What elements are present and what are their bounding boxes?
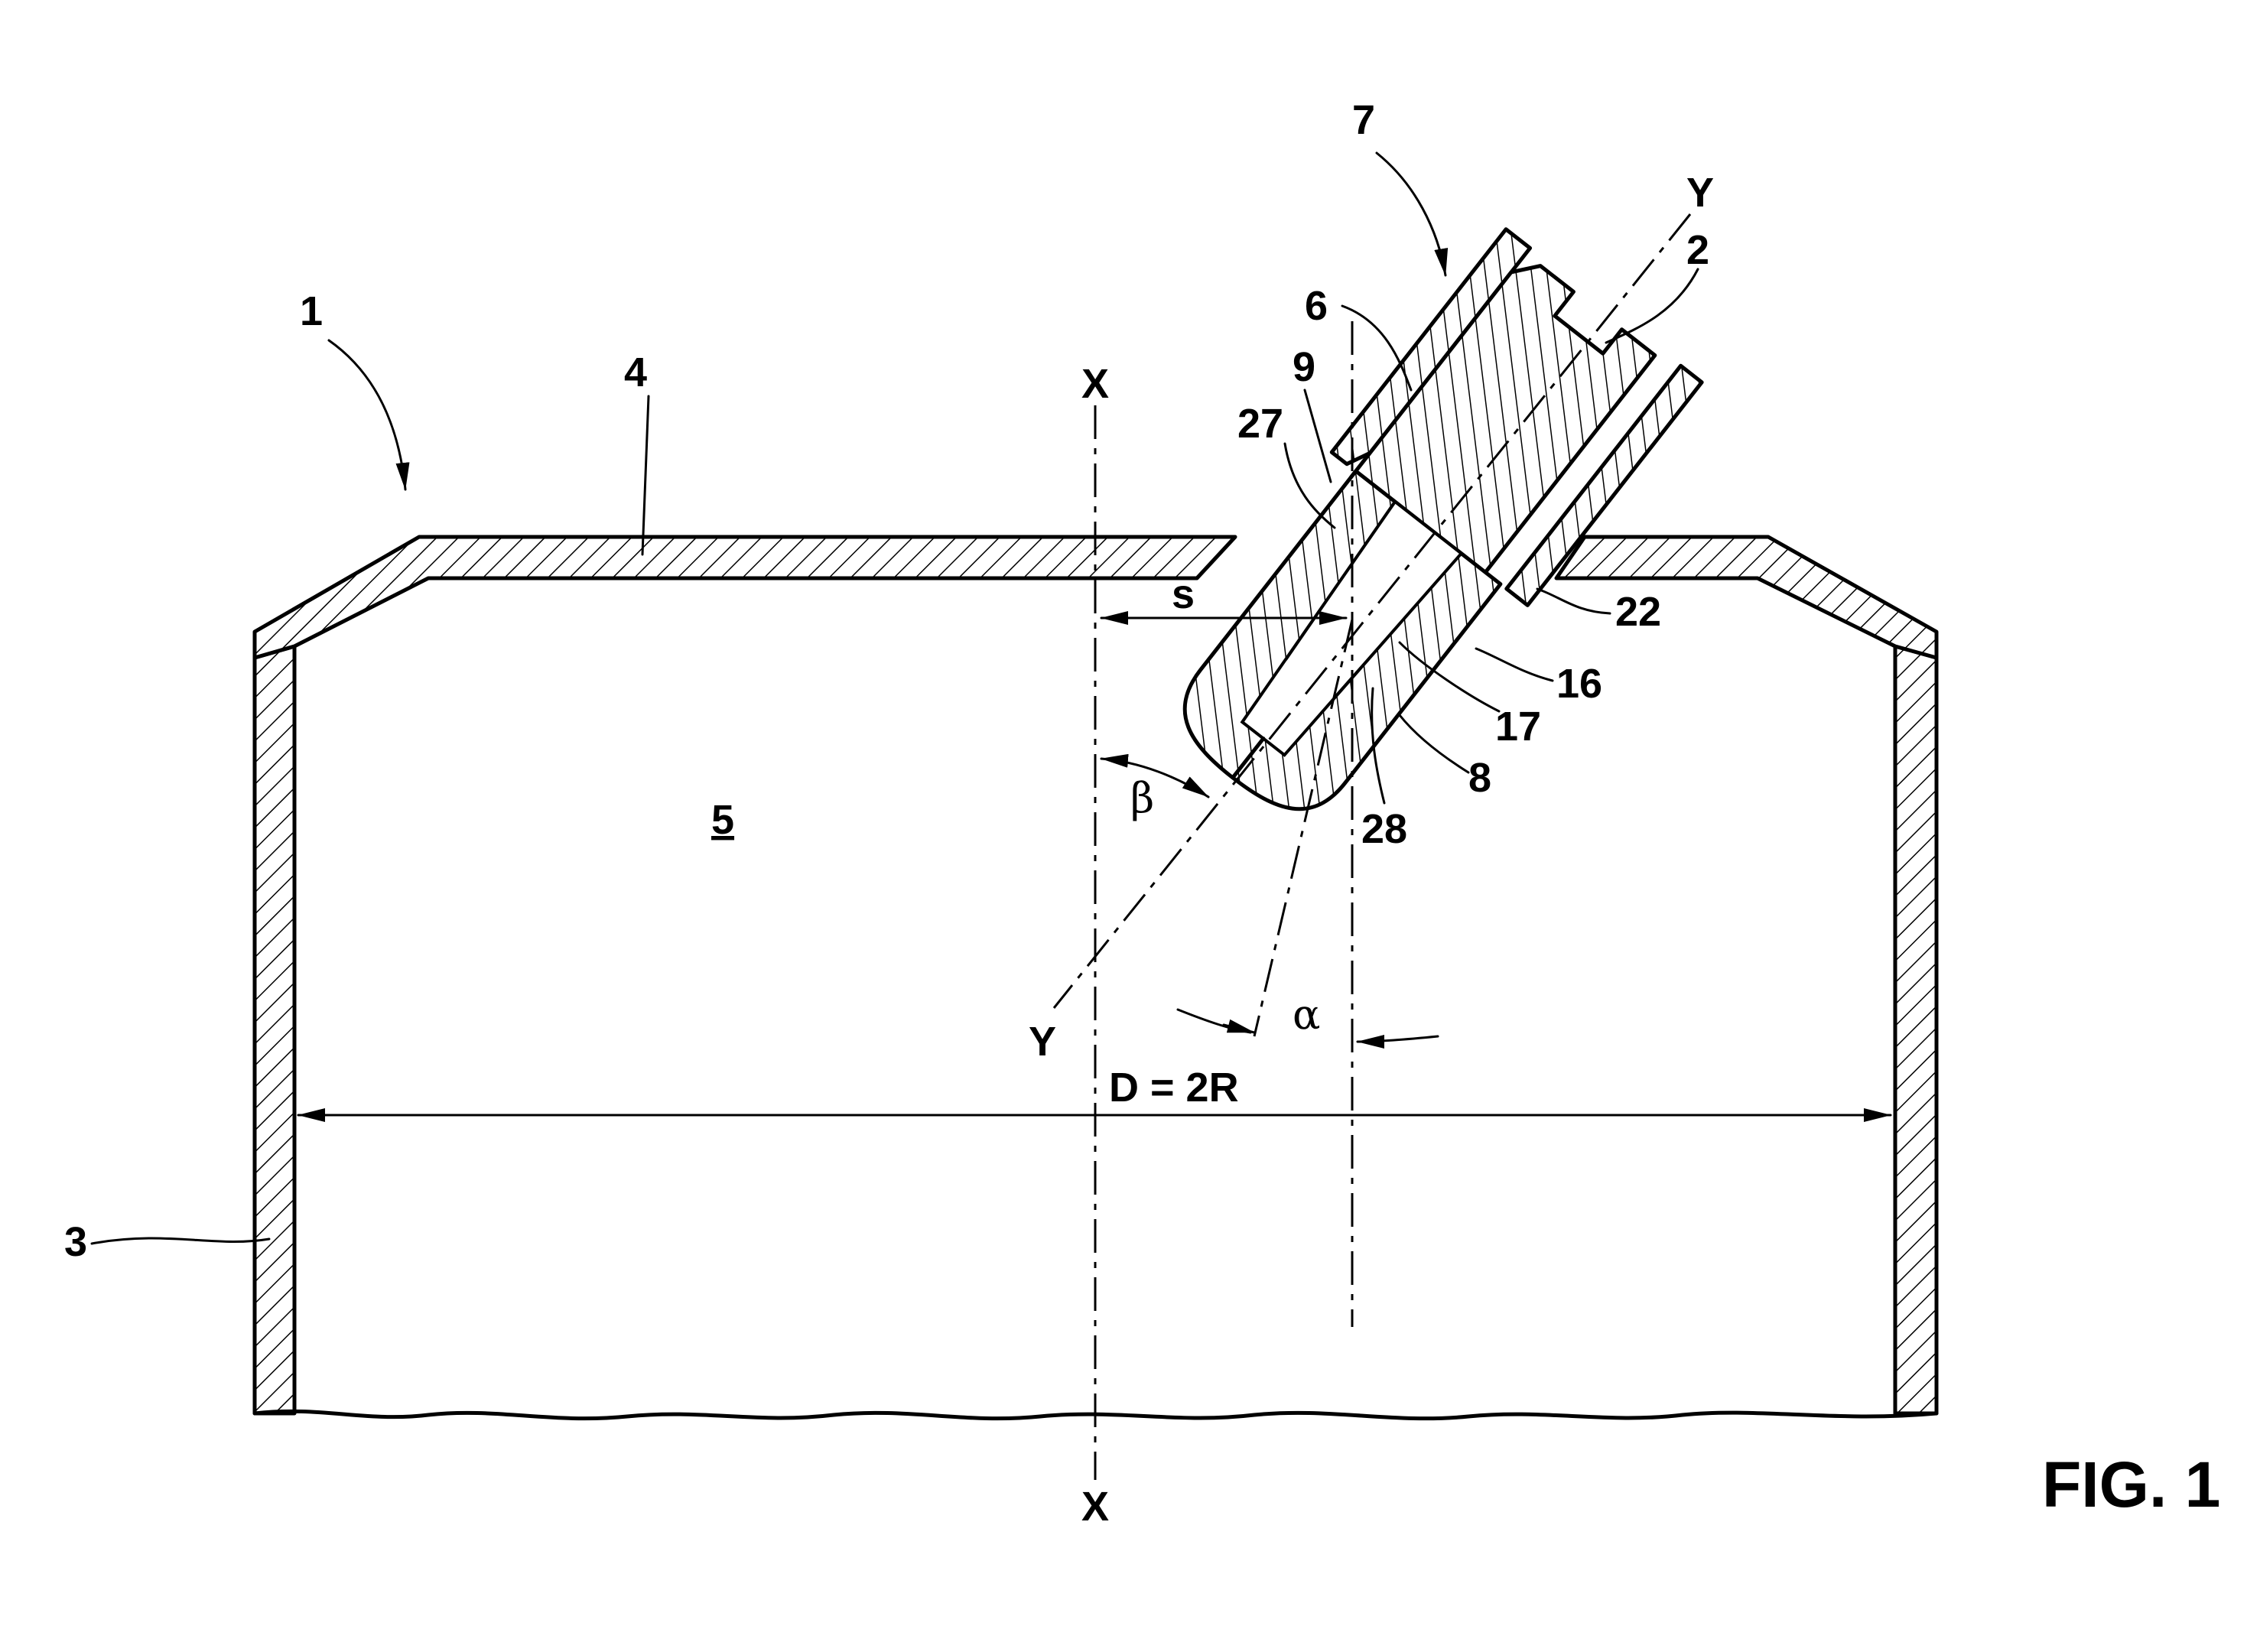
roof-right-segment [1554, 535, 1939, 660]
beta-arc [1100, 753, 1210, 798]
left-wall [252, 644, 297, 1416]
alpha-ray [1253, 619, 1354, 1037]
leader-7 [1375, 151, 1449, 277]
label-5: 5 [711, 797, 734, 843]
leader-3 [90, 1237, 271, 1245]
label-2: 2 [1686, 227, 1709, 273]
label-9: 9 [1293, 344, 1315, 390]
leader-22 [1536, 587, 1611, 615]
label-17: 17 [1495, 704, 1541, 750]
label-x-bottom: X [1081, 1484, 1109, 1530]
leader-28 [1371, 687, 1386, 805]
label-y-top: Y [1686, 170, 1714, 216]
label-27: 27 [1237, 401, 1283, 447]
leader-9 [1303, 389, 1332, 483]
label-16: 16 [1556, 661, 1602, 707]
right-wall [1893, 644, 1939, 1416]
leader-2 [1605, 268, 1699, 344]
leader-6 [1341, 304, 1413, 392]
label-8: 8 [1468, 755, 1491, 801]
label-y-bottom: Y [1029, 1019, 1056, 1065]
bore-edge-top [1285, 500, 1397, 661]
leader-27 [1283, 442, 1336, 529]
alpha-arc-left [1222, 1019, 1256, 1034]
label-beta: β [1130, 774, 1154, 822]
label-s: s [1172, 571, 1195, 617]
label-1: 1 [300, 288, 323, 334]
label-x-top: X [1081, 361, 1109, 407]
leader-16 [1475, 647, 1554, 682]
label-alpha: α [1293, 990, 1320, 1039]
leader-8 [1398, 714, 1470, 774]
label-22: 22 [1615, 589, 1661, 635]
bore-edge-bottom [1333, 552, 1463, 698]
leader-4 [641, 395, 650, 556]
label-4: 4 [624, 350, 647, 395]
injector [1182, 227, 1704, 811]
label-3: 3 [64, 1219, 87, 1265]
leader-17 [1398, 641, 1501, 713]
label-6: 6 [1305, 283, 1328, 329]
break-line [252, 1409, 1939, 1421]
axis-y [1052, 213, 1692, 1009]
tip-face [1231, 737, 1266, 780]
label-7: 7 [1352, 97, 1375, 143]
label-diameter: D = 2R [1109, 1065, 1239, 1111]
sleeve-lower-wall [1504, 363, 1704, 607]
label-28: 28 [1361, 806, 1407, 852]
roof-left-segment [252, 535, 1237, 660]
leader-1 [327, 339, 410, 491]
alpha-arc-right [1356, 1034, 1439, 1049]
figure-title: FIG. 1 [2042, 1449, 2220, 1520]
